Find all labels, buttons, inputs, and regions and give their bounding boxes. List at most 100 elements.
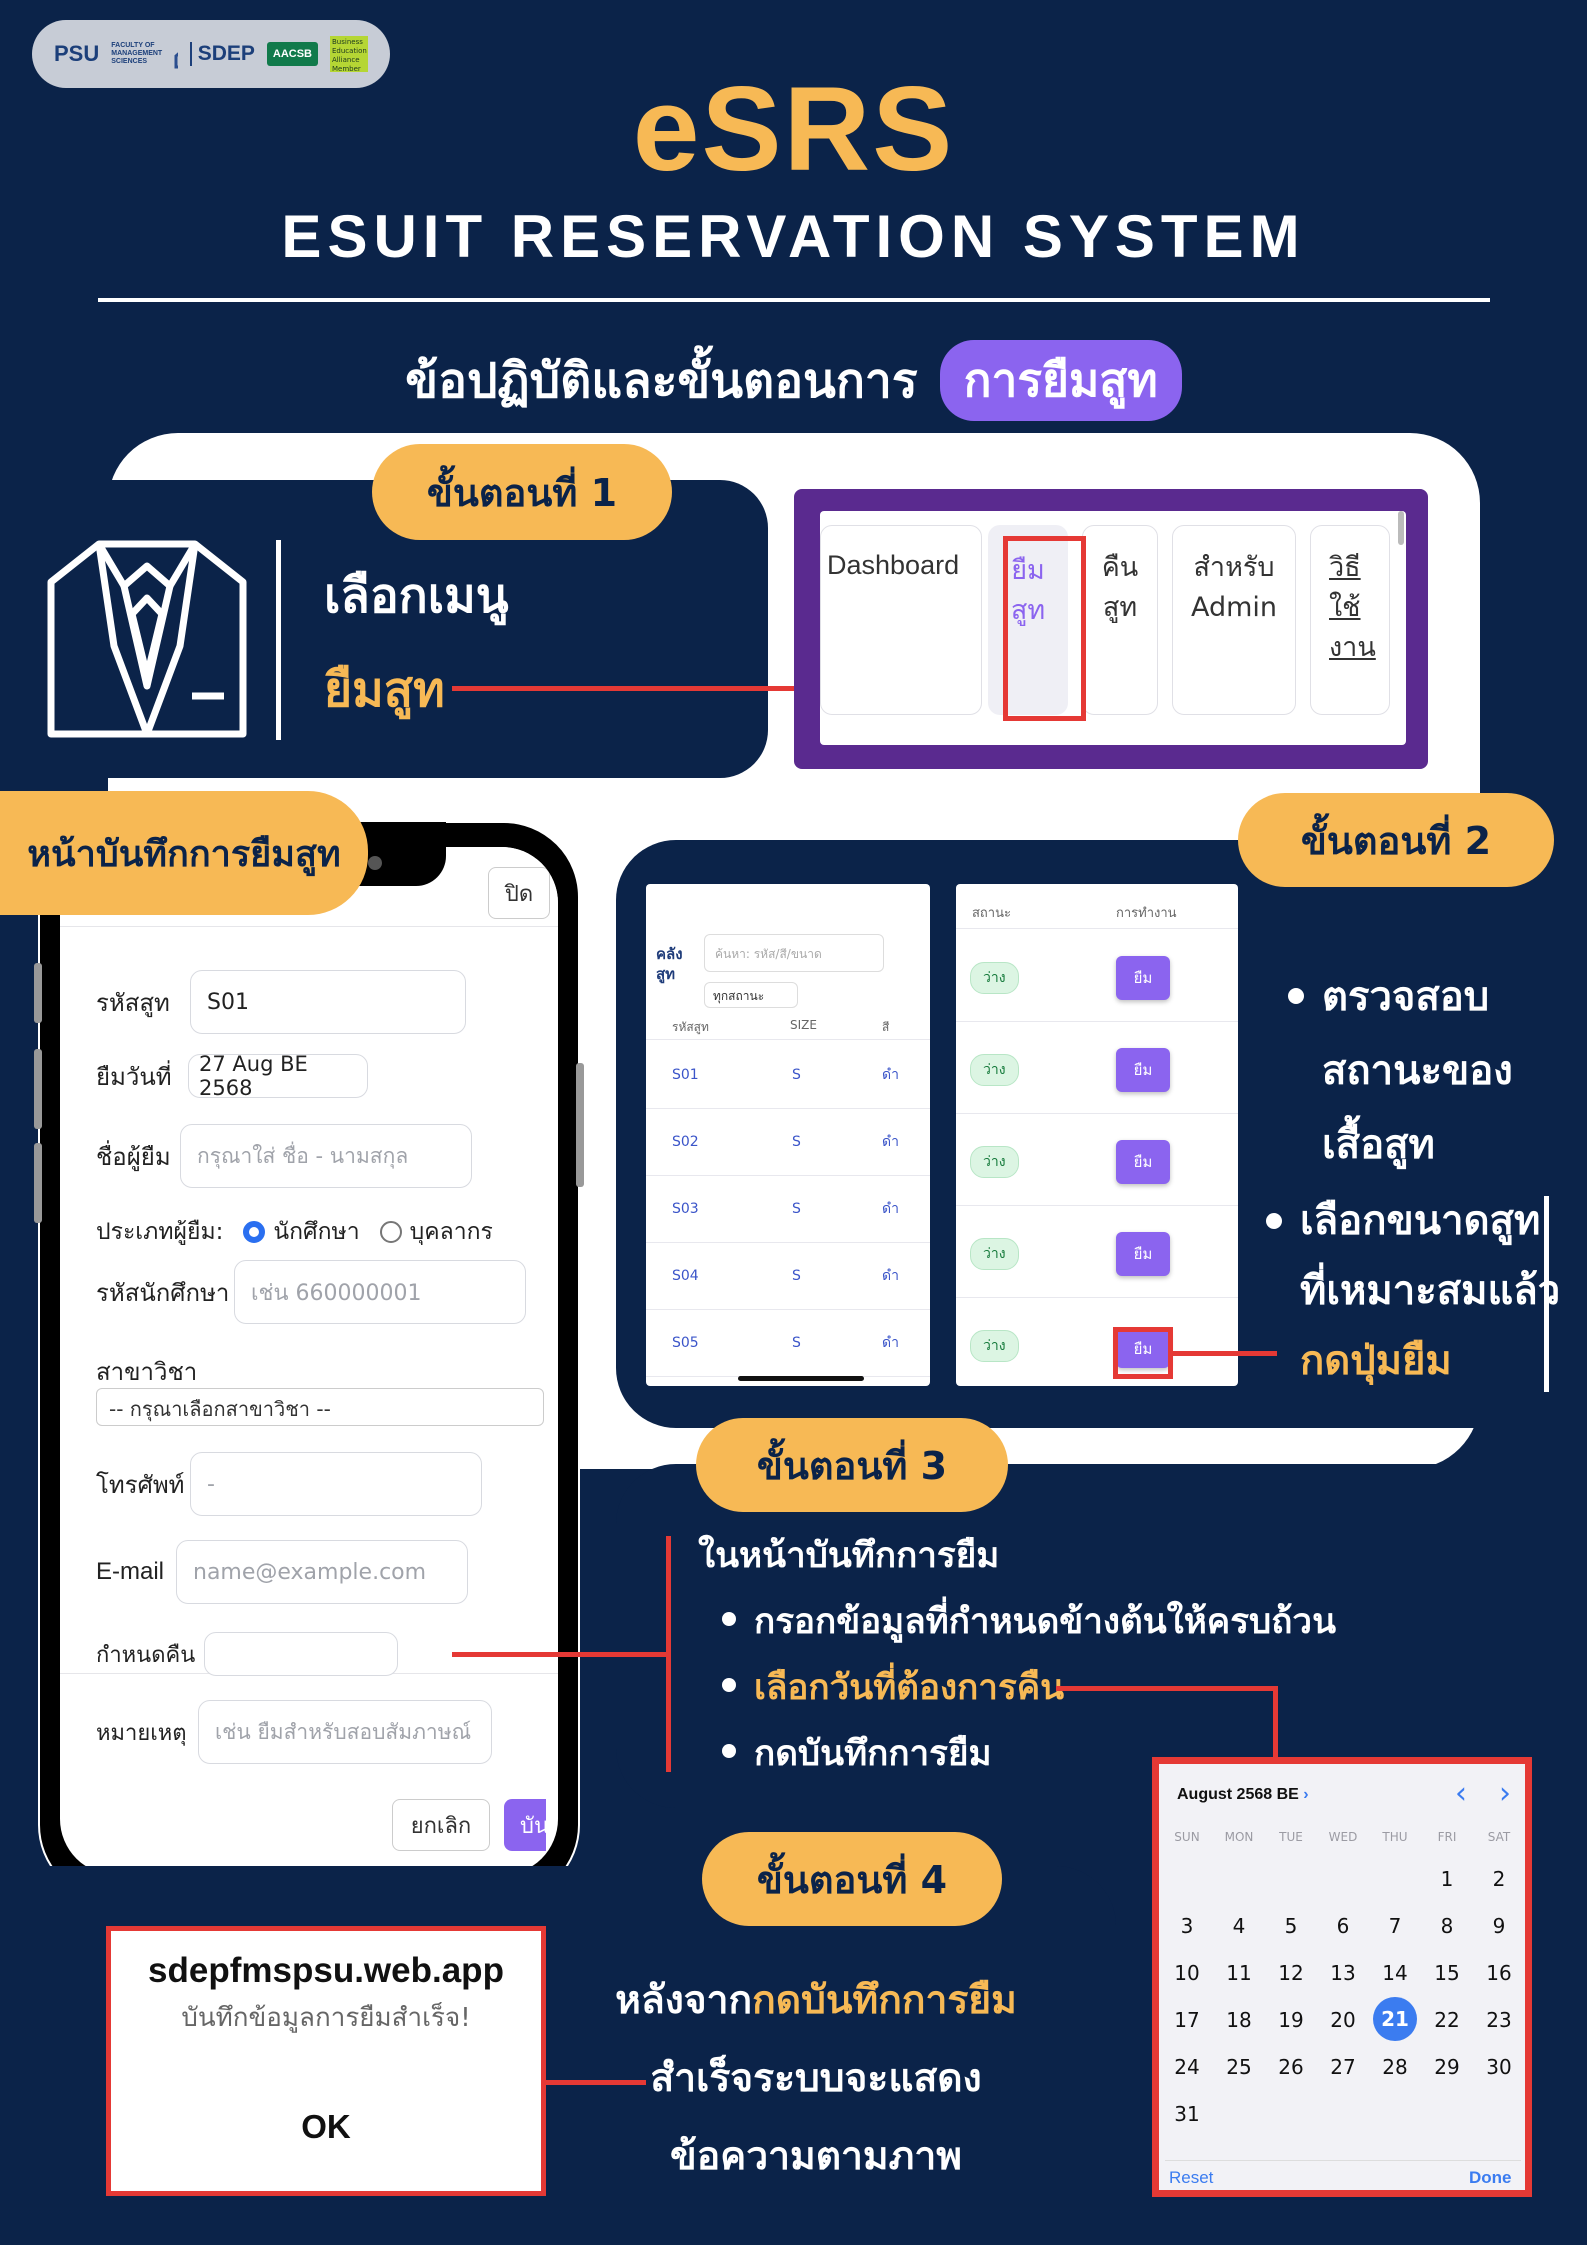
calendar-day[interactable]: 10 (1174, 1960, 1200, 1985)
calendar-day[interactable]: 12 (1278, 1960, 1304, 1985)
calendar-day[interactable]: 6 (1336, 1913, 1350, 1938)
calendar-day[interactable]: 25 (1226, 2054, 1252, 2079)
borrow-button[interactable]: ยืม (1116, 1330, 1170, 1368)
student-radio-label: นักศึกษา (273, 1219, 360, 1245)
calendar-day[interactable]: 26 (1278, 2054, 1304, 2079)
calendar-day[interactable]: 15 (1434, 1960, 1460, 1985)
menu-return-suit[interactable]: คืน สูท (1082, 525, 1158, 715)
row-code: S03 (672, 1201, 699, 1217)
calendar-reset-button[interactable]: Reset (1169, 2168, 1214, 2187)
due-date-input[interactable] (204, 1632, 398, 1676)
menu-scrollbar[interactable] (1398, 511, 1404, 545)
staff-radio[interactable] (379, 1221, 402, 1243)
calendar-day[interactable]: 1 (1440, 1866, 1454, 1891)
table-row[interactable]: S02 S ดำ (646, 1109, 930, 1176)
menu-admin-text-2: Admin (1190, 592, 1278, 623)
calendar-day[interactable]: 16 (1486, 1960, 1512, 1985)
calendar-day[interactable]: 18 (1226, 2007, 1252, 2032)
calendar-day[interactable]: 17 (1174, 2007, 1200, 2032)
bullet-dot (722, 1744, 736, 1758)
prev-month-icon[interactable]: ‹ (1455, 1776, 1467, 1811)
calendar-day[interactable]: 9 (1492, 1913, 1506, 1938)
empty-day-cell (1161, 1855, 1213, 1902)
calendar-day[interactable]: 13 (1330, 1960, 1356, 1985)
major-select[interactable]: -- กรุณาเลือกสาขาวิชา -- (96, 1388, 544, 1426)
form-topbar (60, 847, 558, 927)
cancel-button[interactable]: ยกเลิก (392, 1799, 490, 1851)
row-color: ดำ (882, 1134, 899, 1150)
bullet-dot (722, 1678, 736, 1692)
inventory-search-input[interactable]: ค้นหา: รหัส/สี/ขนาด (704, 934, 884, 972)
calendar-day[interactable]: 2 (1492, 1866, 1506, 1891)
borrow-button[interactable]: ยืม (1116, 956, 1170, 1000)
student-radio[interactable] (243, 1221, 266, 1243)
status-row: ว่างยืม (956, 930, 1238, 1022)
calendar-day[interactable]: 4 (1232, 1913, 1246, 1938)
row-code: S02 (672, 1134, 699, 1150)
calendar-day[interactable]: 31 (1174, 2101, 1200, 2126)
calendar-day[interactable]: 24 (1174, 2054, 1200, 2079)
step4-line1-b: กดบันทึกการยืม (752, 1978, 1017, 2023)
menu-howto[interactable]: วิธี ใช้ งาน (1310, 525, 1390, 715)
step3-panel (616, 1464, 1587, 1808)
email-input[interactable]: name@example.com (176, 1540, 468, 1604)
calendar-day[interactable]: 21 (1373, 1997, 1417, 2041)
suit-code-input[interactable]: S01 (190, 970, 466, 1034)
calendar-connector-v (1273, 1686, 1278, 1762)
calendar-done-button[interactable]: Done (1469, 2168, 1512, 2187)
calendar-day[interactable]: 30 (1486, 2054, 1512, 2079)
step3-bullet2-text: เลือกวันที่ต้องการคืน (754, 1668, 1065, 1708)
app-subtitle: ESUIT RESERVATION SYSTEM (281, 203, 1306, 270)
calendar-day[interactable]: 5 (1284, 1913, 1298, 1938)
close-button[interactable]: ปิด (488, 867, 550, 919)
phone-input[interactable]: - (190, 1452, 482, 1516)
calendar-day[interactable]: 27 (1330, 2054, 1356, 2079)
calendar-day[interactable]: 8 (1440, 1913, 1454, 1938)
student-id-label: รหัสนักศึกษา (96, 1278, 230, 1307)
note-input[interactable]: เช่น ยืมสำหรับสอบสัมภาษณ์ (198, 1700, 492, 1764)
weekday-label: THU (1382, 1830, 1408, 1844)
borrow-button[interactable]: ยืม (1116, 1140, 1170, 1184)
step3-vertical-line (666, 1536, 671, 1772)
student-id-input[interactable]: เช่น 660000001 (234, 1260, 526, 1324)
col-size: SIZE (790, 1018, 817, 1032)
calendar-day[interactable]: 14 (1382, 1960, 1408, 1985)
calendar-day[interactable]: 23 (1486, 2007, 1512, 2032)
calendar-day[interactable]: 7 (1388, 1913, 1402, 1938)
menu-admin[interactable]: สำหรับ Admin (1172, 525, 1296, 715)
step1-badge: ขั้นตอนที่ 1 (372, 444, 672, 540)
save-button[interactable]: บัน (504, 1799, 546, 1851)
row-size: S (792, 1335, 801, 1351)
calendar-day[interactable]: 28 (1382, 2054, 1408, 2079)
calendar-day[interactable]: 22 (1434, 2007, 1460, 2032)
calendar-day[interactable]: 3 (1180, 1913, 1194, 1938)
next-month-icon[interactable]: › (1499, 1776, 1511, 1811)
row-code: S04 (672, 1268, 699, 1284)
calendar-day[interactable]: 11 (1226, 1960, 1252, 1985)
menu-borrow-suit[interactable]: ยืม สูท (988, 525, 1068, 715)
calendar-month[interactable]: August 2568 BE › (1177, 1786, 1309, 1804)
menu-dashboard[interactable]: Dashboard (820, 525, 982, 715)
menu-return-text-2: สูท (1102, 592, 1138, 623)
weekday-label: SUN (1174, 1830, 1200, 1844)
status-filter[interactable]: ทุกสถานะ (704, 982, 798, 1008)
heading-text: ข้อปฏิบัติและขั้นตอนการ (405, 352, 918, 409)
step2-bullet2: เลือกขนาดสูท ที่เหมาะสมแล้ว กดปุ่มยืม (1266, 1186, 1560, 1396)
calendar-day[interactable]: 19 (1278, 2007, 1304, 2032)
borrow-button[interactable]: ยืม (1116, 1232, 1170, 1276)
calendar-day[interactable]: 29 (1434, 2054, 1460, 2079)
step1-line1: เลือกเมนู (324, 568, 509, 624)
borrow-button[interactable]: ยืม (1116, 1048, 1170, 1092)
calendar-day[interactable]: 20 (1330, 2007, 1356, 2032)
dialog-ok-button[interactable]: OK (301, 2108, 351, 2145)
borrower-name-input[interactable]: กรุณาใส่ ชื่อ - นามสกุล (180, 1124, 472, 1188)
empty-day-cell (1213, 1855, 1265, 1902)
step4-connector (546, 2080, 646, 2085)
row-size: S (792, 1134, 801, 1150)
step2-bullet1-line1: ตรวจสอบ (1322, 974, 1490, 1020)
